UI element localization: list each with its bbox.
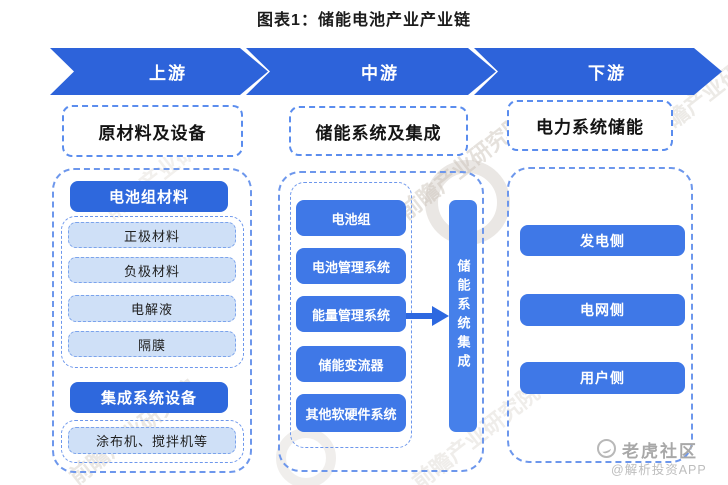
item-storage-converter: 储能变流器 xyxy=(296,346,406,382)
integration-arrow-head-icon xyxy=(432,306,449,326)
item-user-side: 用户侧 xyxy=(520,362,685,394)
integration-equipment-box xyxy=(61,420,244,463)
midstream-group-box xyxy=(278,171,484,472)
upstream-header: 原材料及设备 xyxy=(62,105,243,157)
item-grid-side: 电网侧 xyxy=(520,294,685,326)
brand-app-handle: @解析投资APP xyxy=(611,463,707,477)
downstream-group-box xyxy=(507,167,693,463)
upstream-group-box xyxy=(52,168,252,473)
item-battery-management-system: 电池管理系统 xyxy=(296,248,406,284)
stage-arrow-upstream: 上游 xyxy=(50,48,268,95)
item-battery-pack: 电池组 xyxy=(296,200,406,236)
stage-arrow-downstream: 下游 xyxy=(474,48,722,95)
page-title: 图表1：储能电池产业产业链 xyxy=(257,12,471,29)
midstream-header: 储能系统及集成 xyxy=(289,106,468,156)
item-cathode-material: 正极材料 xyxy=(68,222,236,248)
downstream-header: 电力系统储能 xyxy=(507,100,673,151)
item-energy-management-system: 能量管理系统 xyxy=(296,296,406,332)
item-other-software-hardware: 其他软硬件系统 xyxy=(296,394,406,432)
item-anode-material: 负极材料 xyxy=(68,257,236,283)
brand-community-name: 老虎社区 xyxy=(622,442,698,461)
integration-arrow xyxy=(406,313,433,319)
stage-arrow-midstream: 中游 xyxy=(246,48,496,95)
battery-materials-header: 电池组材料 xyxy=(70,181,228,212)
integration-equipment-header: 集成系统设备 xyxy=(70,382,228,413)
item-generation-side: 发电侧 xyxy=(520,225,685,256)
item-separator: 隔膜 xyxy=(68,331,236,357)
item-electrolyte: 电解液 xyxy=(68,295,236,322)
item-coating-mixing-machines: 涂布机、搅拌机等 xyxy=(68,427,236,454)
tiger-community-logo-icon xyxy=(597,439,616,458)
storage-system-integration-box: 储能系统集成 xyxy=(449,200,477,432)
battery-materials-box xyxy=(61,216,244,368)
